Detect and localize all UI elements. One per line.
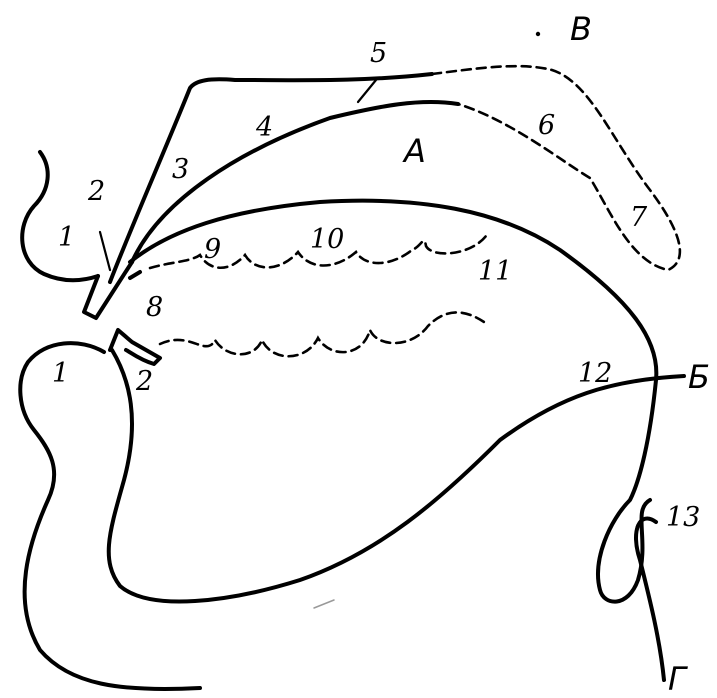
label-1-lower-lip: 1 (52, 358, 69, 389)
label-1-upper-lip: 1 (58, 222, 75, 253)
teeth-pointer-line-2 (100, 232, 110, 270)
label-A-oral-cavity: А (402, 132, 426, 170)
label-5-palate: 5 (370, 38, 387, 69)
faint-mark (314, 600, 334, 608)
label-7-uvula: 7 (630, 202, 648, 233)
tongue-lower-outline (130, 272, 140, 278)
label-B-tongue: Б (688, 358, 710, 396)
soft-palate-dashed (432, 66, 680, 270)
label-6-soft-palate: 6 (538, 110, 555, 141)
lower-lip-and-jaw-outline (20, 343, 200, 689)
label-2-lower-teeth: 2 (135, 366, 153, 397)
label-4-hard-palate: 4 (255, 112, 273, 143)
label-12-tongue-root: 12 (578, 358, 612, 389)
label-G-pharynx: Г (668, 660, 688, 698)
label-10-tongue-middle: 10 (310, 224, 344, 255)
upper-incisor-outline (84, 262, 132, 318)
label-V-nasal-cavity: В (570, 10, 592, 48)
upper-lip-outline (22, 152, 98, 280)
label-2-upper-teeth: 2 (87, 176, 105, 207)
reference-dot (536, 32, 540, 36)
larynx-outline (636, 518, 664, 680)
tongue-position-dashed-lower (160, 312, 484, 356)
label-13-epiglottis: 13 (666, 502, 700, 533)
label-8-tongue-tip: 8 (146, 292, 163, 323)
label-9-tongue-front: 9 (204, 234, 221, 265)
palate-pointer-line-5 (358, 80, 376, 102)
label-11-tongue-back: 11 (478, 256, 512, 287)
label-3-alveoli: 3 (172, 154, 189, 185)
